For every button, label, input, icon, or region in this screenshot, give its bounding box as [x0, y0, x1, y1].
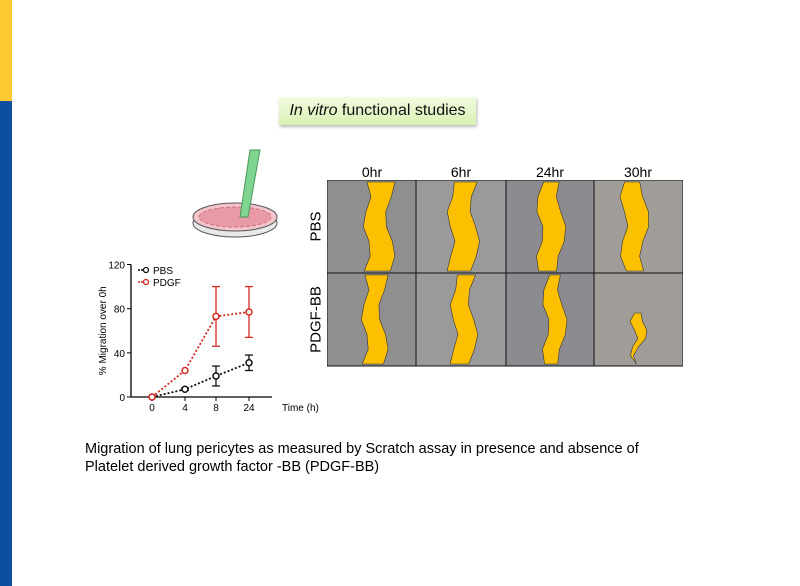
figure-caption: Migration of lung pericytes as measured … — [85, 440, 639, 476]
data-point — [212, 312, 220, 321]
petri-dish-icon — [192, 149, 278, 238]
data-point — [245, 308, 253, 316]
x-tick-label: 24 — [243, 403, 255, 414]
data-point — [212, 372, 220, 380]
caption-line-1: Migration of lung pericytes as measured … — [85, 441, 639, 457]
y-tick-label: 120 — [108, 261, 125, 272]
y-tick-label: 40 — [114, 349, 126, 360]
wound-area — [629, 312, 648, 365]
series-line — [151, 311, 250, 398]
wound-area — [446, 181, 480, 272]
data-point — [181, 385, 189, 394]
x-axis-label: Time (h) — [282, 403, 319, 414]
scratch-assay-images — [327, 180, 683, 367]
column-label: 0hr — [361, 164, 383, 180]
column-label: 30hr — [623, 164, 653, 180]
legend-marker — [142, 266, 150, 274]
wound-area — [449, 274, 479, 365]
column-label: 6hr — [450, 164, 472, 180]
y-tick-label: 80 — [114, 305, 126, 316]
accent-bar-blue — [0, 101, 12, 586]
data-point — [181, 366, 189, 375]
legend-marker — [142, 278, 150, 286]
wound-area — [362, 181, 396, 272]
migration-chart: 0 40 80 120 0 4 8 24 Time (h) % Migration over 0h… — [98, 261, 319, 415]
data-point — [148, 393, 156, 401]
wound-area — [542, 274, 568, 365]
legend-label: PDGF — [153, 278, 181, 289]
y-axis-label: % Migration over 0h — [98, 286, 109, 375]
column-label: 24hr — [535, 164, 565, 180]
series-line — [151, 361, 250, 398]
y-tick-label: 0 — [119, 393, 125, 404]
accent-bar-yellow — [0, 0, 12, 101]
wound-area — [536, 181, 567, 272]
legend-label: PBS — [153, 266, 173, 277]
wound-area — [619, 181, 649, 272]
x-tick-label: 8 — [213, 403, 219, 414]
x-tick-label: 0 — [149, 403, 155, 414]
caption-line-2: Platelet derived growth factor -BB (PDGF… — [85, 459, 380, 475]
wound-area — [360, 274, 389, 365]
x-tick-label: 4 — [182, 403, 188, 414]
section-title: In vitro functional studies — [279, 97, 476, 125]
title-italic: In vitro — [289, 102, 338, 119]
data-point — [245, 359, 253, 367]
title-rest: functional studies — [337, 102, 466, 119]
